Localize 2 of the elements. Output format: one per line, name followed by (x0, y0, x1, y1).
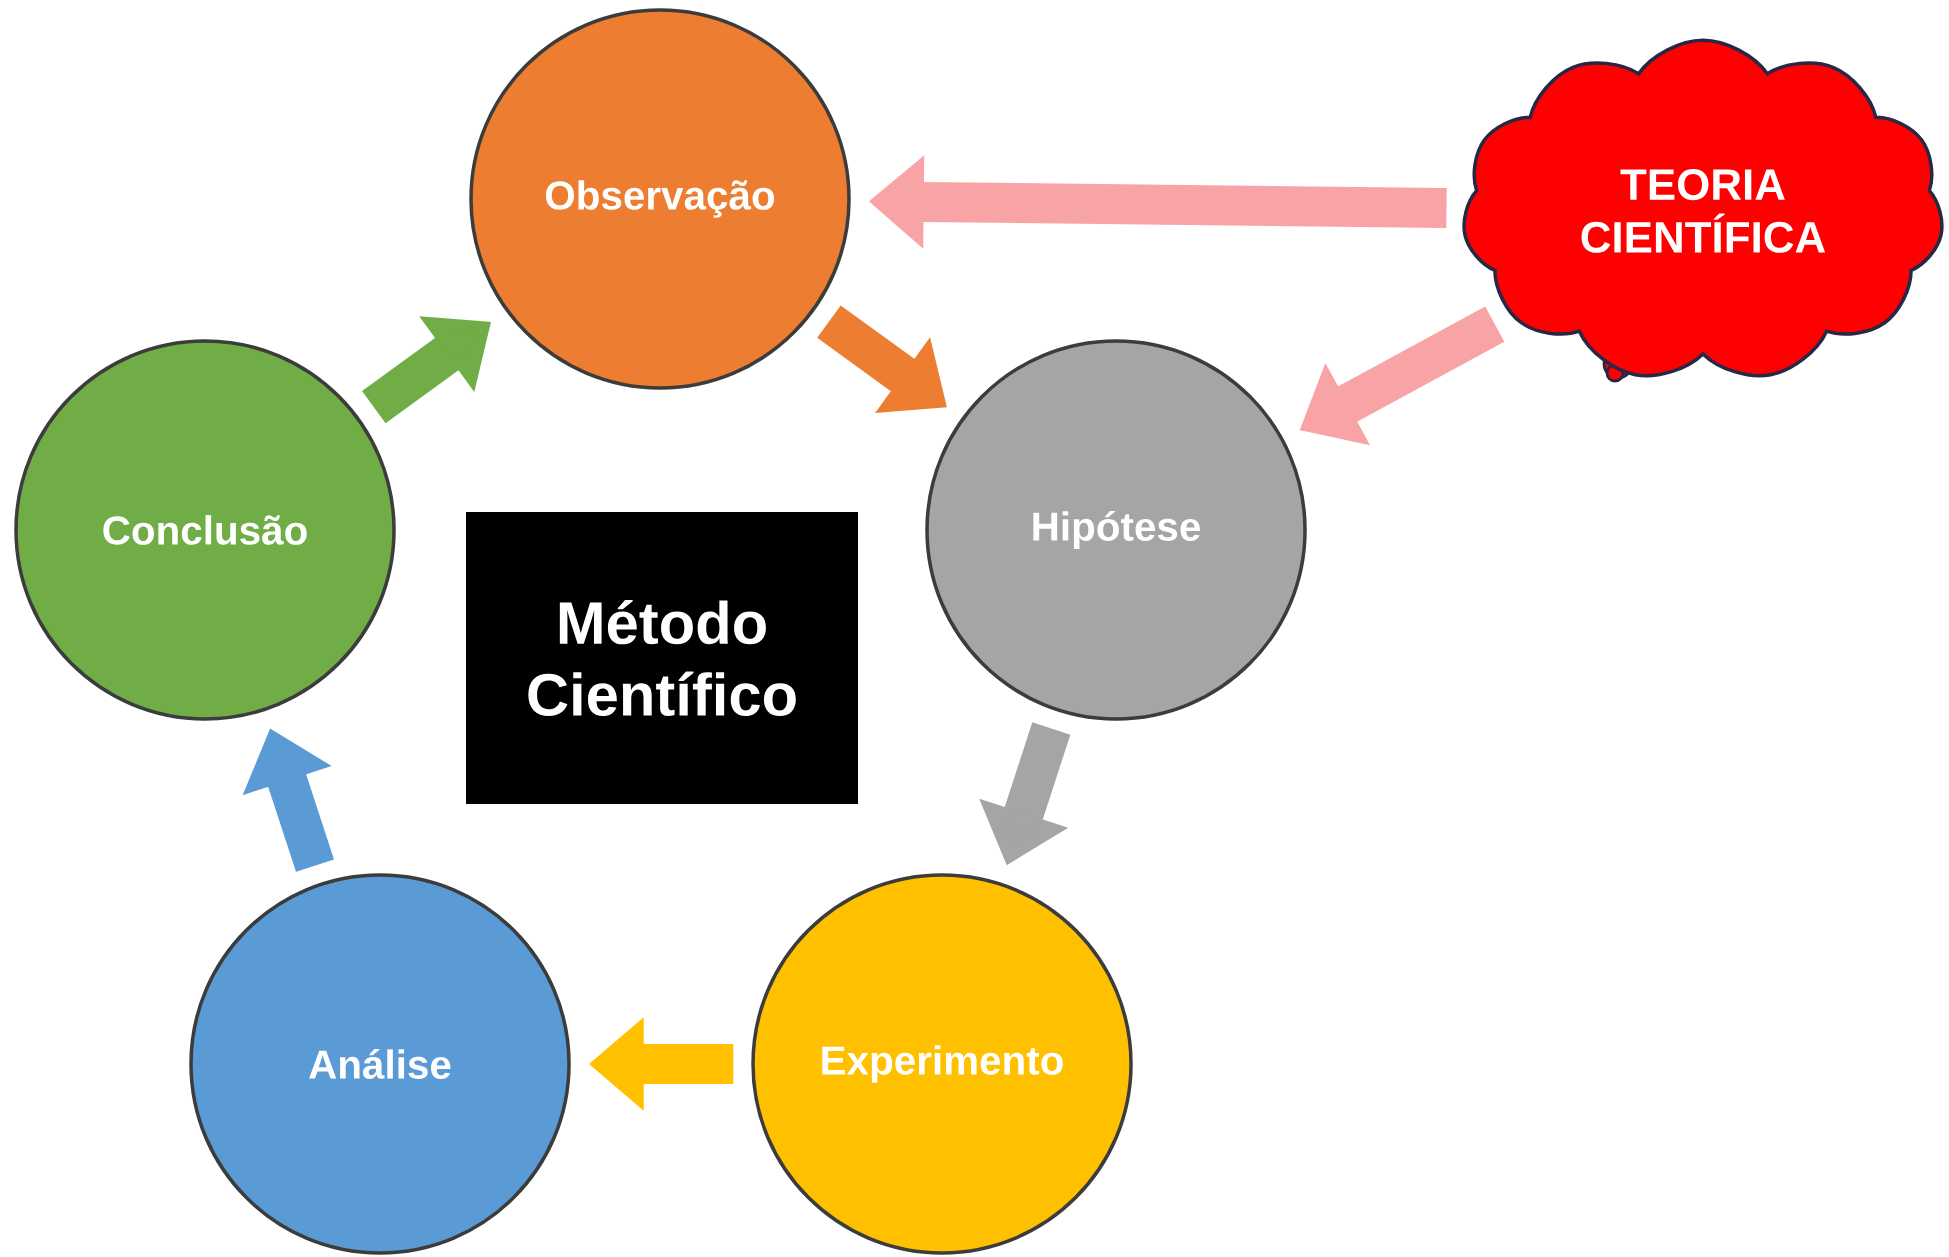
title-box: Método Científico (466, 512, 858, 804)
theory-cloud: TEORIA CIENTÍFICA (1462, 38, 1944, 378)
